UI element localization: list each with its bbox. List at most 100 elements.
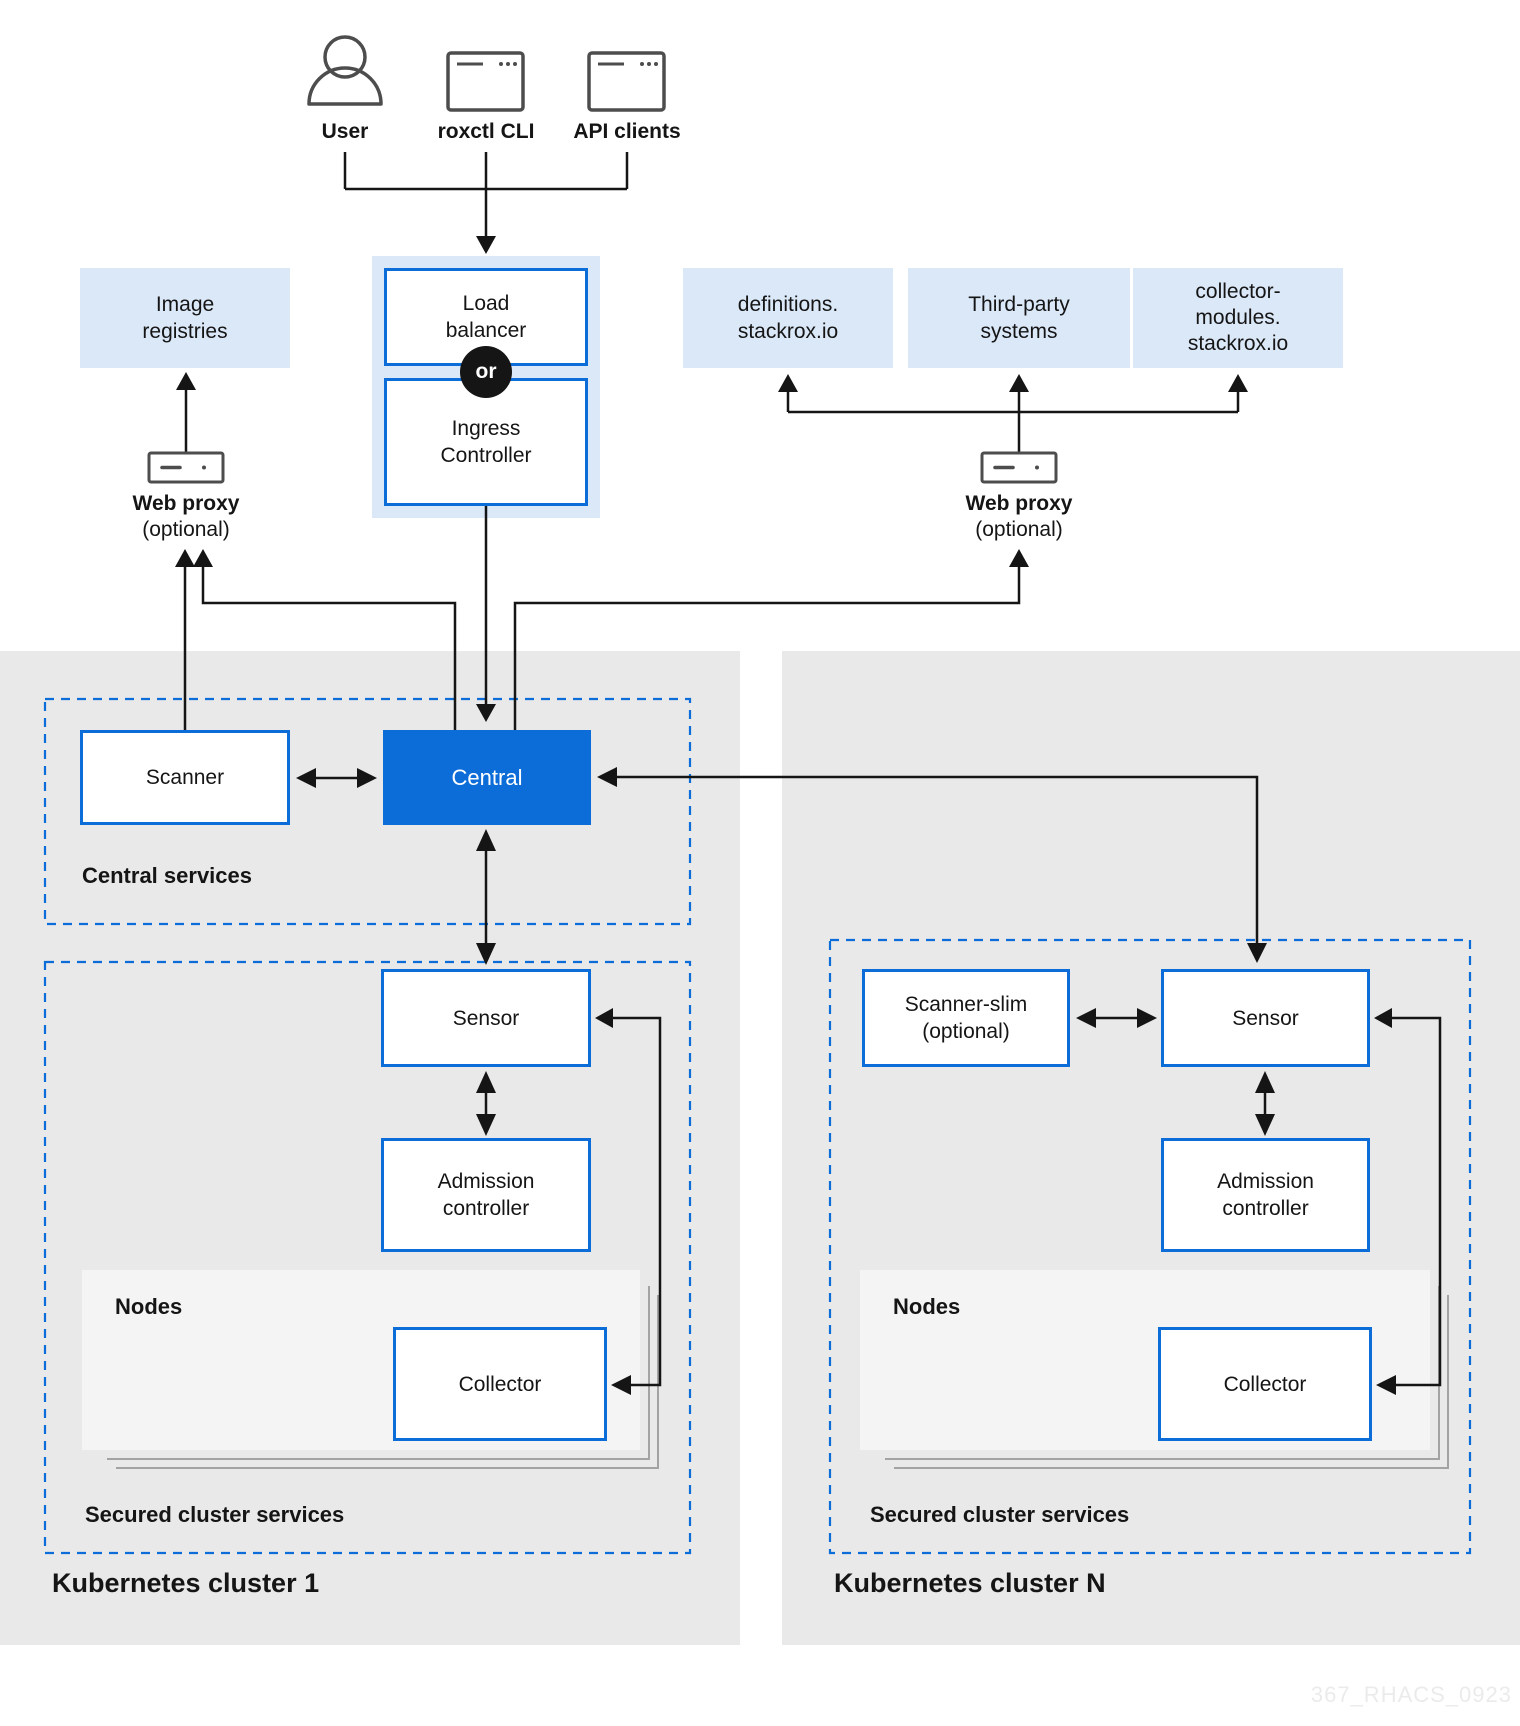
web-proxy-right-optional: (optional) bbox=[975, 518, 1063, 541]
cluster-n-secured-label: Secured cluster services bbox=[870, 1502, 1130, 1527]
cluster-n-sensor-label: Sensor bbox=[1232, 1006, 1299, 1030]
web-proxy-right-icon bbox=[980, 451, 1058, 484]
definitions-line1: definitions. bbox=[737, 293, 839, 316]
arrowhead-central-proxy-right bbox=[1009, 549, 1029, 567]
line-collector1-sensor1-loop bbox=[613, 1016, 662, 1387]
load-balancer-line1: Load bbox=[462, 292, 510, 315]
collector-modules-box: collector- modules. stackrox.io bbox=[1133, 268, 1343, 368]
line-central-to-sensorN bbox=[615, 775, 1259, 943]
cluster-1-nodes-label: Nodes bbox=[115, 1294, 183, 1319]
line-central-to-proxy-right bbox=[513, 567, 1021, 730]
arrowhead-into-thirdparty bbox=[1009, 374, 1029, 392]
cluster-n-secured-dashed-box bbox=[828, 938, 1472, 1555]
web-proxy-right-name: Web proxy bbox=[965, 492, 1073, 515]
arrowhead-into-central-bottom bbox=[476, 829, 496, 851]
api-clients-label: API clients bbox=[573, 120, 681, 143]
web-proxy-right-label: Web proxy (optional) bbox=[909, 491, 1129, 543]
arrowhead-central-proxy-left bbox=[193, 549, 213, 567]
cluster-1-secured-dashed-box bbox=[43, 960, 692, 1555]
arrowhead-scanner-proxy-left bbox=[175, 549, 195, 567]
arrowhead-into-collector1 bbox=[611, 1375, 631, 1395]
arrowhead-into-sensor1-bottom bbox=[476, 1071, 496, 1093]
cluster-1-collector-box: Collector bbox=[393, 1327, 607, 1441]
collector-modules-line3: stackrox.io bbox=[1187, 332, 1289, 355]
cluster-n-admission-box: Admission controller bbox=[1161, 1138, 1370, 1252]
third-party-line1: Third-party bbox=[968, 293, 1070, 316]
cluster-1-sensor-label: Sensor bbox=[452, 1006, 520, 1030]
cluster-n-collector-label: Collector bbox=[1223, 1372, 1307, 1396]
arrowhead-into-loadbalancer bbox=[476, 236, 496, 254]
third-party-systems-box: Third-party systems bbox=[908, 268, 1130, 368]
watermark-text: 367_RHACS_0923 bbox=[1310, 1682, 1512, 1707]
arrowhead-into-definitions bbox=[778, 374, 798, 392]
cluster-n-collector-box: Collector bbox=[1158, 1327, 1372, 1441]
ingress-controller-box: Ingress Controller bbox=[384, 378, 588, 506]
ingress-controller-line1: Ingress bbox=[451, 417, 521, 440]
arrowhead-into-collector-modules bbox=[1228, 374, 1248, 392]
ingress-controller-line2: Controller bbox=[440, 444, 532, 467]
connectors bbox=[183, 152, 1442, 1387]
central-box: Central bbox=[383, 730, 591, 825]
cluster-n-sensor-box: Sensor bbox=[1161, 969, 1370, 1067]
user-label: User bbox=[321, 120, 369, 143]
cluster-n-admission-line1: Admission bbox=[1217, 1170, 1314, 1193]
arrowhead-into-admissionN bbox=[1255, 1114, 1275, 1136]
cluster-n-nodes-stack-lines bbox=[885, 1286, 1449, 1469]
arrowhead-into-sensorN-top bbox=[1247, 943, 1267, 963]
image-registries-box: Image registries bbox=[80, 268, 290, 368]
cluster-1-nodes-stack-lines bbox=[107, 1286, 659, 1469]
cluster-1-secured-label: Secured cluster services bbox=[85, 1502, 345, 1527]
web-proxy-left-icon bbox=[147, 451, 225, 484]
line-central-to-proxy-left bbox=[201, 567, 457, 730]
cluster-1-title: Kubernetes cluster 1 bbox=[52, 1568, 320, 1598]
cluster-1-admission-box: Admission controller bbox=[381, 1138, 591, 1252]
cluster-n-nodes-label: Nodes bbox=[893, 1294, 961, 1319]
cluster-n-admission-line2: controller bbox=[1222, 1197, 1309, 1220]
cluster-1-sensor-box: Sensor bbox=[381, 969, 591, 1067]
cluster-n-scanner-slim-box: Scanner-slim (optional) bbox=[862, 969, 1070, 1067]
definitions-line2: stackrox.io bbox=[737, 320, 839, 343]
image-registries-line2: registries bbox=[142, 320, 228, 343]
collector-modules-line1: collector- bbox=[1195, 280, 1281, 303]
scanner-slim-line2: (optional) bbox=[922, 1020, 1010, 1043]
arrowhead-loopN-into-sensorN bbox=[1374, 1008, 1392, 1028]
arrowheads bbox=[175, 236, 1396, 1395]
roxctl-cli-label: roxctl CLI bbox=[437, 120, 535, 143]
web-proxy-left-label: Web proxy (optional) bbox=[76, 491, 296, 543]
third-party-line2: systems bbox=[980, 320, 1058, 343]
scanner-slim-line1: Scanner-slim bbox=[904, 993, 1028, 1016]
api-clients-terminal-icon bbox=[587, 51, 666, 112]
cluster-1-admission-line1: Admission bbox=[437, 1170, 535, 1193]
web-proxy-left-name: Web proxy bbox=[132, 492, 240, 515]
collector-modules-line2: modules. bbox=[1195, 306, 1281, 329]
central-services-label: Central services bbox=[82, 863, 252, 888]
arrowhead-into-admission1 bbox=[476, 1114, 496, 1136]
cluster-1-collector-label: Collector bbox=[458, 1372, 542, 1396]
line-collectorN-sensorN-loop bbox=[1392, 1016, 1442, 1387]
web-proxy-left-optional: (optional) bbox=[142, 518, 230, 541]
central-services-dashed-box bbox=[43, 697, 692, 926]
cluster-n-title: Kubernetes cluster N bbox=[834, 1568, 1106, 1598]
arrowhead-into-central-right bbox=[597, 767, 617, 787]
arrowhead-into-central-left bbox=[357, 768, 377, 788]
arrowhead-loop1-into-sensor1 bbox=[595, 1008, 613, 1028]
central-label: Central bbox=[451, 764, 523, 790]
cluster-1-admission-line2: controller bbox=[442, 1197, 530, 1220]
scanner-box: Scanner bbox=[80, 730, 290, 825]
image-registries-line1: Image bbox=[155, 293, 215, 316]
arrowhead-into-sensorN-bottom bbox=[1255, 1071, 1275, 1093]
arrowhead-into-scanner bbox=[296, 768, 316, 788]
or-badge: or bbox=[460, 346, 512, 398]
arrowhead-into-central-top bbox=[476, 704, 496, 722]
arrowhead-into-scannerslim bbox=[1076, 1008, 1096, 1028]
load-balancer-line2: balancer bbox=[445, 319, 527, 342]
arrowhead-into-registries bbox=[176, 372, 196, 390]
arrowhead-into-sensor1-top bbox=[476, 943, 496, 965]
roxctl-cli-terminal-icon bbox=[446, 51, 525, 112]
cluster-n-panel bbox=[782, 651, 1520, 1645]
scanner-label: Scanner bbox=[145, 766, 225, 789]
user-icon bbox=[307, 35, 383, 106]
definitions-stackrox-box: definitions. stackrox.io bbox=[683, 268, 893, 368]
